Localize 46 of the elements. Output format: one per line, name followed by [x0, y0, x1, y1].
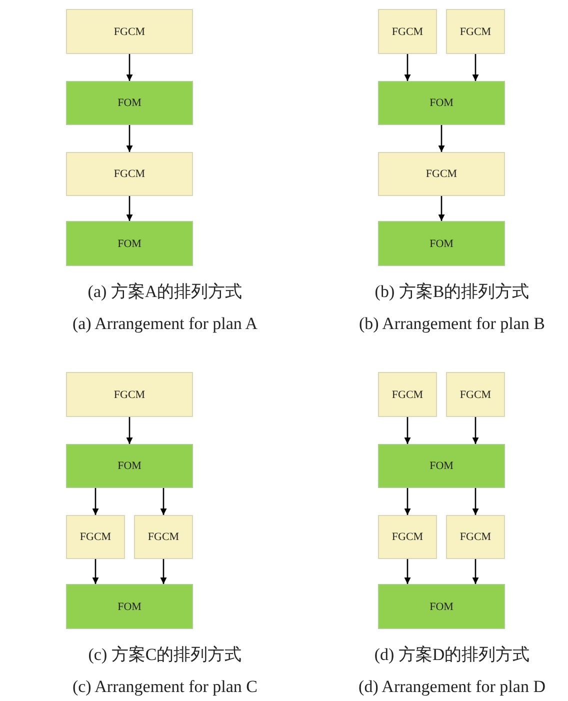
arrow: [126, 417, 133, 444]
arrow: [126, 125, 133, 152]
arrow: [472, 488, 479, 515]
caption: (b) 方案B的排列方式: [374, 281, 530, 303]
arrow: [438, 125, 445, 152]
caption: (d) 方案D的排列方式: [374, 644, 530, 666]
process-box: FGCM: [446, 9, 505, 54]
process-box: FOM: [66, 444, 193, 488]
arrow: [126, 54, 133, 81]
process-box: FGCM: [66, 9, 193, 54]
process-box: FGCM: [378, 9, 437, 54]
process-box: FOM: [378, 584, 505, 629]
arrow: [92, 559, 99, 584]
process-box: FGCM: [378, 515, 437, 559]
arrow: [160, 488, 167, 515]
caption: (c) Arrangement for plan C: [72, 677, 258, 697]
process-box: FOM: [66, 584, 193, 629]
arrow: [404, 559, 411, 584]
process-box: FOM: [378, 221, 505, 266]
arrow: [404, 488, 411, 515]
arrow: [472, 417, 479, 444]
process-box: FOM: [378, 444, 505, 488]
process-box: FOM: [378, 81, 505, 125]
arrow: [472, 559, 479, 584]
caption: (a) 方案A的排列方式: [88, 281, 242, 303]
arrow: [160, 559, 167, 584]
process-box: FOM: [66, 221, 193, 266]
arrow: [472, 54, 479, 81]
caption: (c) 方案C的排列方式: [88, 644, 242, 666]
caption: (b) Arrangement for plan B: [359, 314, 545, 334]
process-box: FGCM: [66, 372, 193, 417]
process-box: FOM: [66, 81, 193, 125]
arrow: [404, 417, 411, 444]
arrow: [404, 54, 411, 81]
caption: (a) Arrangement for plan A: [72, 314, 258, 334]
process-box: FGCM: [378, 372, 437, 417]
caption: (d) Arrangement for plan D: [358, 677, 546, 697]
process-box: FGCM: [446, 372, 505, 417]
process-box: FGCM: [378, 152, 505, 196]
process-box: FGCM: [66, 515, 125, 559]
arrow: [438, 196, 445, 221]
process-box: FGCM: [134, 515, 193, 559]
process-box: FGCM: [66, 152, 193, 196]
arrow: [126, 196, 133, 221]
arrow: [92, 488, 99, 515]
process-box: FGCM: [446, 515, 505, 559]
